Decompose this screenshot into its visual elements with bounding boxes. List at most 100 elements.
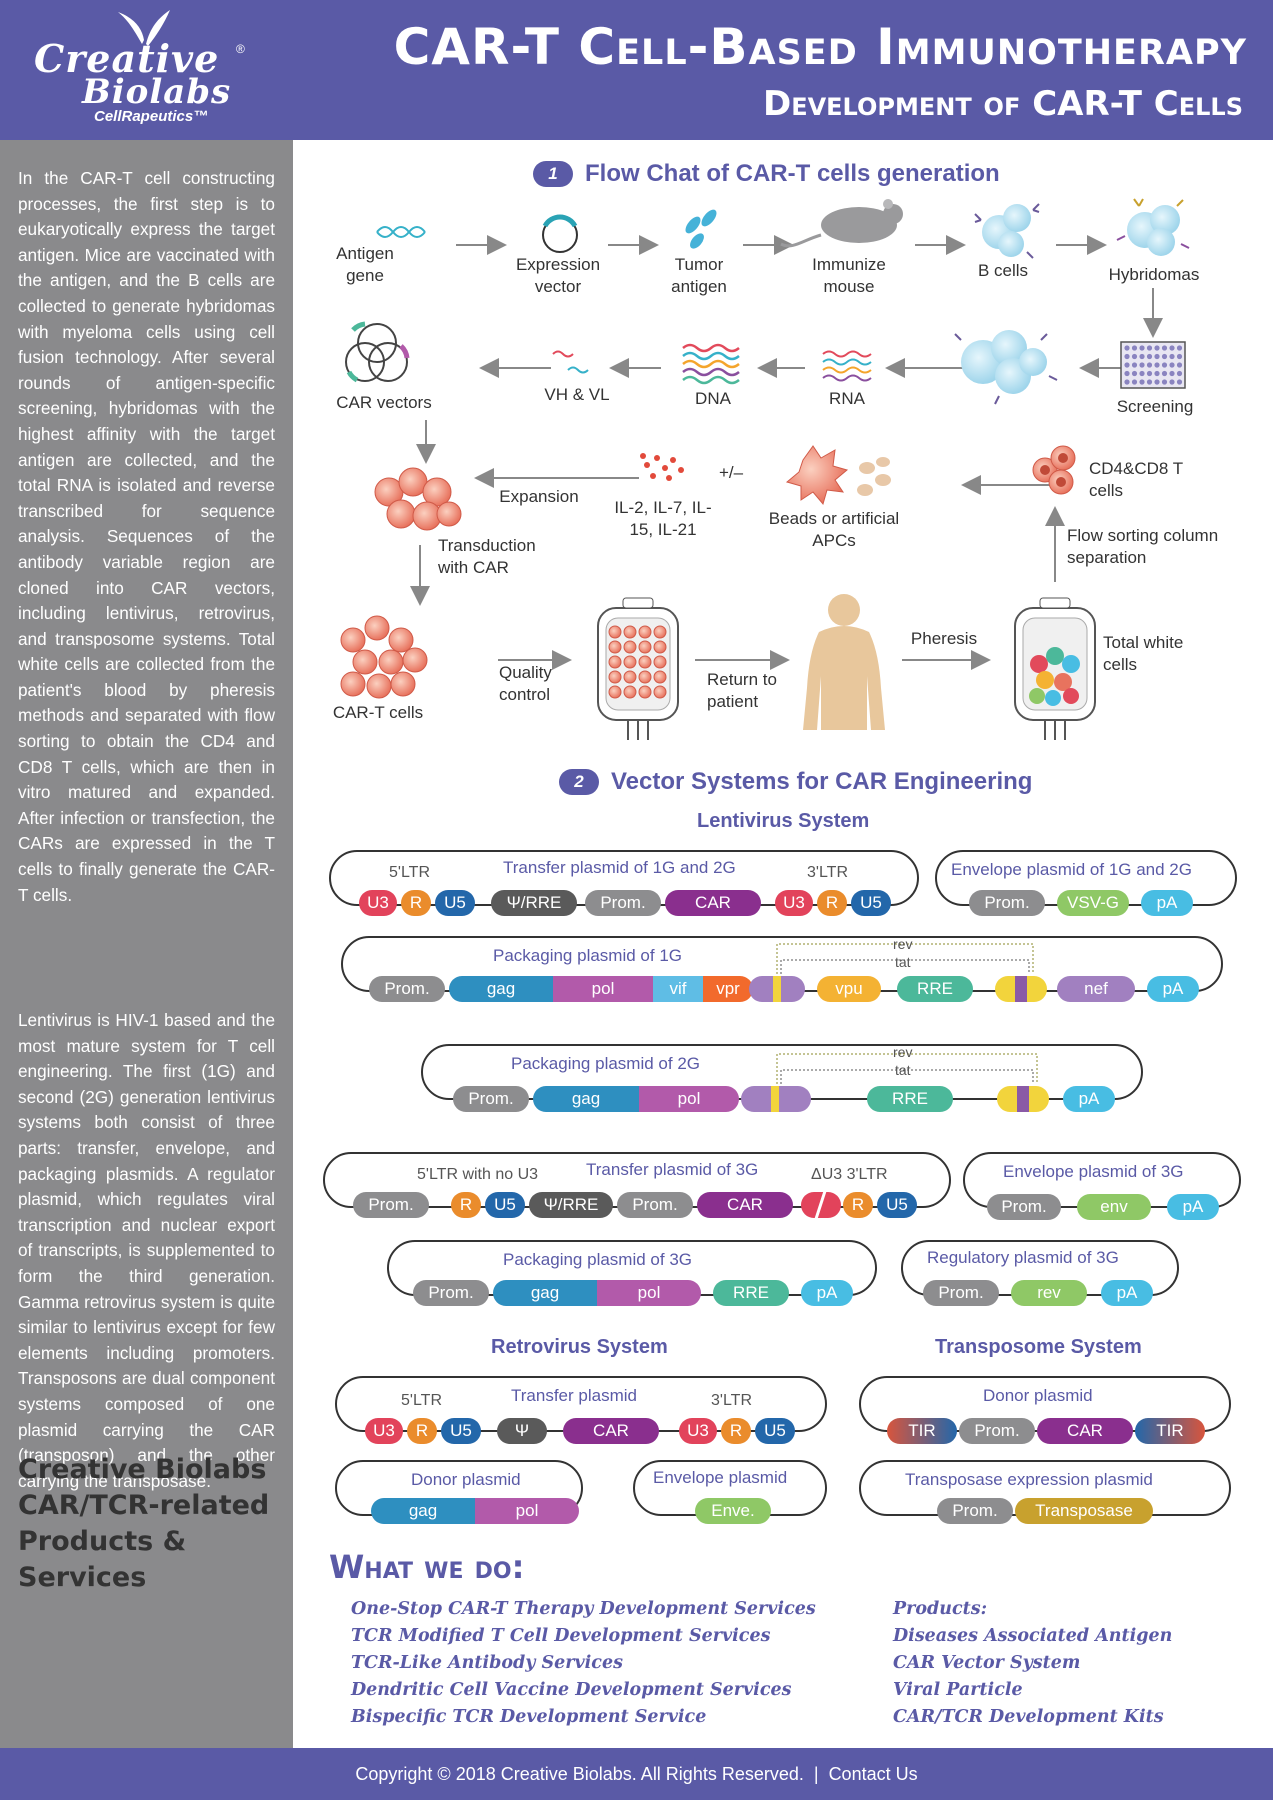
transfer-3g-5ltr-label: 5'LTR with no U3: [417, 1166, 539, 1183]
service-link-dendritic-vaccine[interactable]: Dendritic Cell Vaccine Development Servi…: [351, 1680, 792, 1700]
step-cytokines: IL-2, IL-7, IL-15, IL-21: [614, 498, 712, 539]
section1-title: Flow Chat of CAR-T cells generation: [585, 160, 1000, 187]
dna-stack-icon: [682, 343, 740, 385]
packaging-1g-rev-tat-links: [776, 943, 1034, 974]
segment-pol: pol: [597, 1280, 701, 1306]
segment-vif: vif: [653, 976, 703, 1002]
segment-psi: Ψ: [497, 1418, 547, 1444]
segment-u5: U5: [435, 890, 475, 916]
step-car-t-cells: CAR-T cells: [332, 703, 424, 722]
transfer-plasmid-1g2g-title: Transfer plasmid of 1G and 2G: [503, 858, 736, 877]
step-tumor-antigen: Tumor antigen: [671, 255, 727, 296]
transposome-donor-plasmid-title: Donor plasmid: [983, 1386, 1093, 1405]
segment-pa: pA: [1101, 1280, 1153, 1306]
segment-prom: Prom.: [959, 1418, 1035, 1444]
page-subtitle: Development of CAR-T Cells: [762, 84, 1243, 124]
segment-prom: Prom.: [369, 976, 445, 1002]
transposome-system-title: Transposome System: [935, 1336, 1142, 1358]
segment-car: CAR: [697, 1192, 793, 1218]
segment-pa: pA: [1147, 976, 1199, 1002]
transfer-plasmid-3g-title: Transfer plasmid of 3G: [586, 1160, 759, 1179]
section1-heading: 1 Flow Chat of CAR-T cells generation: [533, 160, 1000, 188]
regulatory-plasmid-3g-title: Regulatory plasmid of 3G: [927, 1248, 1119, 1267]
tumor-antigen-icon: [685, 209, 717, 249]
section2-title: Vector Systems for CAR Engineering: [611, 768, 1033, 795]
retrovirus-system-title: Retrovirus System: [491, 1336, 668, 1358]
segment-r: R: [843, 1192, 873, 1218]
product-link-car-vector[interactable]: CAR Vector System: [893, 1653, 1081, 1673]
infusion-bag-car-t-icon: [597, 597, 679, 740]
step-rna: RNA: [829, 389, 865, 408]
segment-delta-u3: [801, 1188, 841, 1222]
segment-u3: U3: [359, 890, 397, 916]
section1-number-badge: 1: [533, 161, 573, 187]
header: Creative ® Biolabs CellRapeutics™ CAR-T …: [0, 0, 1273, 140]
segment-pa: pA: [1141, 890, 1193, 916]
segment-prom: Prom.: [617, 1192, 693, 1218]
segment-car: CAR: [563, 1418, 659, 1444]
segment-u5: U5: [485, 1192, 525, 1218]
segment-pol: pol: [553, 976, 653, 1002]
step-hybridomas: Hybridomas: [1108, 265, 1200, 284]
segment-psi-rre: Ψ/RRE: [529, 1192, 613, 1218]
plasmid-icon: [542, 214, 578, 253]
product-link-viral-particle[interactable]: Viral Particle: [893, 1680, 1023, 1700]
retrovirus-transfer-plasmid-title: Transfer plasmid: [511, 1386, 637, 1405]
product-link-antigen[interactable]: Diseases Associated Antigen: [893, 1626, 1173, 1646]
car-t-cells-icon: [340, 615, 428, 699]
transfer-1g2g-3ltr-label: 3'LTR: [807, 864, 848, 881]
step-immunize-mouse: Immunize mouse: [812, 255, 886, 296]
expanded-cells-icon: [374, 467, 462, 531]
packaging-2g-tat: tat: [895, 1062, 911, 1078]
footer: Copyright © 2018 Creative Biolabs. All R…: [0, 1748, 1273, 1800]
page-title: CAR-T Cell-Based Immunotherapy: [393, 18, 1247, 76]
segment-u3: U3: [679, 1418, 717, 1444]
segment-u3: U3: [365, 1418, 403, 1444]
screening-plate-icon: [1120, 341, 1186, 389]
logo-tagline: CellRapeutics™: [94, 108, 209, 125]
hybridomas-icon: [1116, 198, 1190, 256]
flow-chart-graphic: [340, 198, 1190, 740]
step-total-white-cells: Total white cells: [1103, 633, 1184, 674]
segment-prom: Prom.: [969, 890, 1045, 916]
service-link-tcr-modified[interactable]: TCR Modified T Cell Development Services: [351, 1626, 771, 1646]
products-label: Products:: [893, 1599, 988, 1619]
packaging-1g-rev: rev: [893, 936, 913, 952]
segment-u5: U5: [755, 1418, 795, 1444]
segment-r: R: [451, 1192, 481, 1218]
step-pheresis: Pheresis: [910, 629, 978, 648]
segment-vpu: vpu: [817, 976, 881, 1002]
service-link-bispecific-tcr[interactable]: Bispecific TCR Development Service: [351, 1707, 707, 1727]
creative-biolabs-logo[interactable]: Creative ® Biolabs CellRapeutics™: [30, 10, 260, 130]
dna-helix-icon: [376, 226, 426, 238]
lentivirus-system-title: Lentivirus System: [697, 810, 870, 832]
segment-tat-rev-exon2: [995, 976, 1047, 1002]
segment-pa: pA: [1167, 1194, 1219, 1220]
packaging-2g-rev-tat-links: [776, 1053, 1038, 1084]
sidebar-bottom-title: Creative Biolabs CAR/TCR-related Product…: [18, 1454, 270, 1593]
segment-rre: RRE: [713, 1280, 789, 1306]
service-link-car-t-therapy[interactable]: One-Stop CAR-T Therapy Development Servi…: [351, 1599, 816, 1619]
logo-line1: Creative: [34, 36, 220, 81]
packaging-2g-rev: rev: [893, 1044, 913, 1060]
segment-rev: rev: [1011, 1280, 1087, 1306]
segment-tat-rev-exon1: [749, 976, 805, 1002]
packaging-plasmid-3g-title: Packaging plasmid of 3G: [503, 1250, 692, 1269]
step-screening: Screening: [1116, 397, 1194, 416]
segment-r: R: [721, 1418, 751, 1444]
envelope-plasmid-1g2g-title: Envelope plasmid of 1G and 2G: [951, 860, 1192, 879]
segment-tir: TIR: [1135, 1418, 1205, 1444]
segment-pa: pA: [1063, 1086, 1115, 1112]
service-link-tcr-like-antibody[interactable]: TCR-Like Antibody Services: [351, 1653, 623, 1673]
segment-gag: gag: [493, 1280, 597, 1306]
t-cells-icon: [1032, 445, 1076, 495]
segment-prom: Prom.: [937, 1498, 1013, 1524]
contact-us-link[interactable]: Contact Us: [828, 1764, 918, 1784]
vh-vl-icon: [552, 350, 589, 374]
sidebar-paragraph-process: In the CAR-T cell constructing processes…: [18, 168, 275, 905]
segment-prom: Prom.: [453, 1086, 529, 1112]
retrovirus-donor-plasmid-title: Donor plasmid: [411, 1470, 521, 1489]
product-link-dev-kits[interactable]: CAR/TCR Development Kits: [893, 1707, 1164, 1727]
